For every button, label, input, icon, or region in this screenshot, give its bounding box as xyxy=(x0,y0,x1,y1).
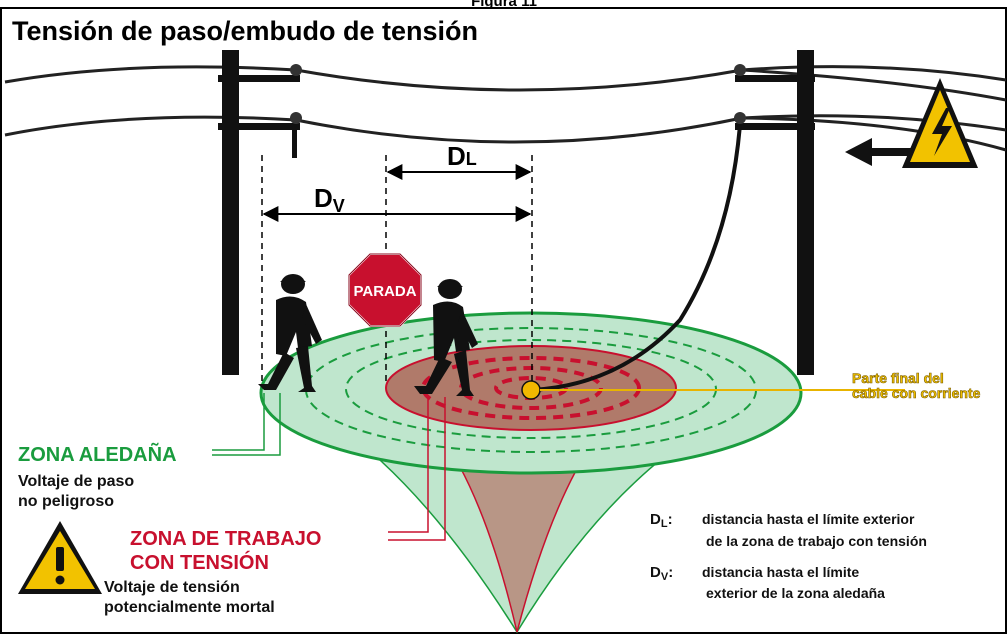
worker-left-silhouette xyxy=(258,274,322,392)
legend-dv-symbol: DV: xyxy=(650,564,673,583)
high-voltage-warning-icon xyxy=(902,78,978,168)
left-utility-pole xyxy=(218,50,302,375)
legend: DL: distancia hasta el límite exterior d… xyxy=(650,511,927,601)
legend-dl-line1: distancia hasta el límite exterior xyxy=(702,511,915,527)
safe-zone-title: ZONA ALEDAÑA xyxy=(18,443,177,466)
safe-zone-leaders xyxy=(212,393,281,456)
safe-zone-desc-line2: no peligroso xyxy=(18,493,114,510)
stop-sign: PARADA xyxy=(348,253,422,327)
work-zone-desc-line2: potencialmente mortal xyxy=(104,599,275,616)
legend-dv-line2: exterior de la zona aledaña xyxy=(706,585,885,601)
legend-dl-symbol: DL: xyxy=(650,511,673,530)
dv-dimension-label: DV xyxy=(314,183,345,216)
power-lines xyxy=(4,65,1007,152)
work-zone-desc-line1: Voltaje de tensión xyxy=(104,579,240,596)
dl-dimension-label: DL xyxy=(447,141,477,171)
figure-frame xyxy=(0,7,1007,634)
work-zone-title-line1: ZONA DE TRABAJO xyxy=(130,528,321,550)
work-zone-title-line2: CON TENSIÓN xyxy=(130,550,269,574)
diagram-title: Tensión de paso/embudo de tensión xyxy=(12,16,478,46)
safe-zone-desc-line1: Voltaje de paso xyxy=(18,473,134,490)
cable-end-label-line2: cable con corriente xyxy=(852,385,981,401)
stop-sign-text: PARADA xyxy=(353,283,416,300)
worker-right-silhouette xyxy=(414,279,478,396)
cable-end-label-line1: Parte final del xyxy=(852,370,944,386)
warning-icon xyxy=(18,521,102,594)
cable-end-point xyxy=(521,380,541,400)
figure-caption: Figura 11 xyxy=(471,0,537,10)
fallen-cable xyxy=(531,124,742,392)
legend-dv-line1: distancia hasta el límite xyxy=(702,564,859,580)
right-utility-pole xyxy=(734,50,815,375)
work-zone-leaders xyxy=(388,397,446,541)
current-direction-arrowhead xyxy=(845,138,872,166)
legend-dl-line2: de la zona de trabajo con tensión xyxy=(706,533,927,549)
